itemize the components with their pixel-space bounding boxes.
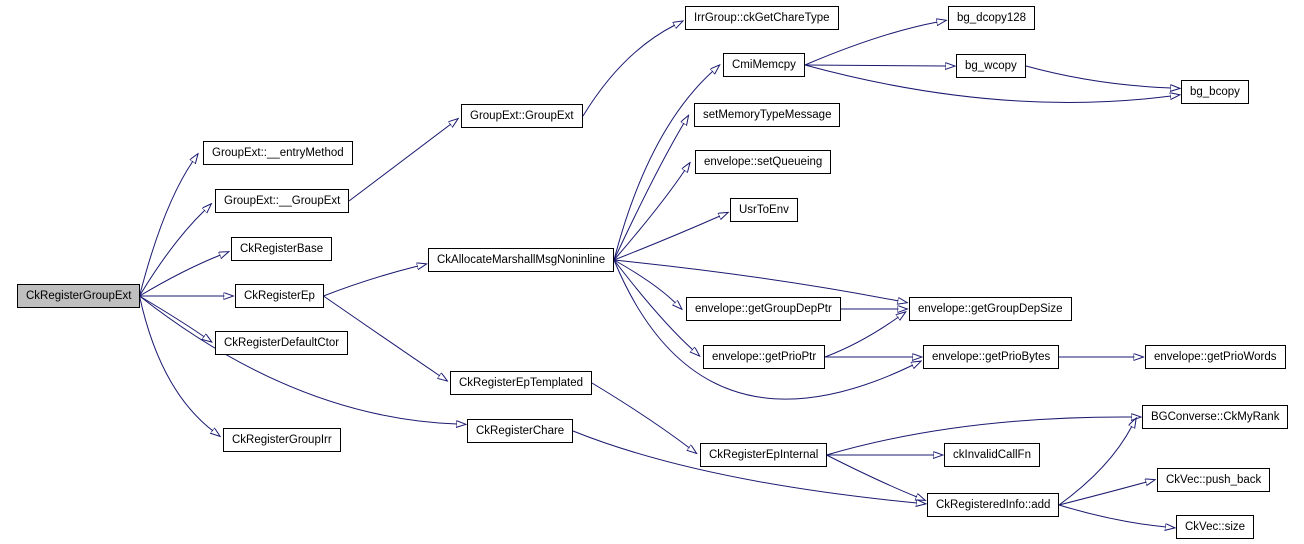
edge-ckAllocMarshallMsg-to-usrToEnv	[613, 216, 720, 261]
edge-ckRegisterEp-to-ckAllocMarshallMsg	[323, 266, 419, 297]
node-ckAllocMarshallMsg[interactable]: CkAllocateMarshallMsgNoninline	[428, 248, 615, 272]
node-envGetPrioPtr[interactable]: envelope::getPrioPtr	[703, 345, 826, 369]
edge-ckRegisterChare-to-ckRegisteredInfoAdd	[572, 430, 917, 503]
edge-ckRegisterEpInternal-to-ckRegisteredInfoAdd	[826, 454, 918, 497]
edge-ckAllocMarshallMsg-to-cmiMemcpy	[613, 71, 713, 261]
edge-ckRegisterGroupExt-to-ckRegisterDefaultCtor	[139, 295, 205, 337]
edge-ckAllocMarshallMsg-to-setMemoryTypeMessage	[613, 123, 684, 261]
edge-ckRegisteredInfoAdd-to-ckVecSize	[1058, 504, 1166, 527]
node-envSetQueueing[interactable]: envelope::setQueueing	[695, 150, 832, 174]
edge-bgWcopy-to-bgBcopy	[1025, 65, 1171, 88]
node-ckInvalidCallFn[interactable]: ckInvalidCallFn	[944, 443, 1040, 467]
edge-ckAllocMarshallMsg-to-envSetQueueing	[613, 170, 685, 261]
edge-ckRegisterGroupExt-to-ckRegisterGroupIrr	[139, 295, 214, 431]
node-setMemoryTypeMessage[interactable]: setMemoryTypeMessage	[694, 103, 841, 127]
edge-ckRegisterGroupExt-to-ckRegisterChare	[139, 295, 458, 424]
edge-ckAllocMarshallMsg-to-envGetPrioBytes	[613, 259, 913, 400]
edge-cmiMemcpy-to-bgBcopy	[804, 64, 1171, 103]
node-ckRegisterBase[interactable]: CkRegisterBase	[231, 237, 333, 261]
node-groupExtEntryMethod[interactable]: GroupExt::__entryMethod	[203, 141, 353, 165]
edge-cmiMemcpy-to-bgWcopy	[804, 65, 946, 66]
edge-ckRegisteredInfoAdd-to-bgConverseCkMyRank	[1058, 426, 1132, 506]
node-cmiMemcpy[interactable]: CmiMemcpy	[723, 53, 805, 77]
edge-ckRegisterGroupExt-to-groupExtGroupExtU	[139, 210, 206, 297]
edge-cmiMemcpy-to-bgDcopy128	[804, 22, 938, 66]
edge-ckAllocMarshallMsg-to-envGetGroupDepSize	[613, 259, 899, 301]
node-ckRegisterEpInternal[interactable]: CkRegisterEpInternal	[700, 443, 828, 467]
node-bgBcopy[interactable]: bg_bcopy	[1181, 80, 1249, 104]
node-ckRegisterGroupExt[interactable]: CkRegisterGroupExt	[17, 284, 141, 308]
node-envGetGroupDepSize[interactable]: envelope::getGroupDepSize	[909, 297, 1072, 321]
node-envGetGroupDepPtr[interactable]: envelope::getGroupDepPtr	[686, 297, 841, 321]
node-ckRegisterDefaultCtor[interactable]: CkRegisterDefaultCtor	[215, 331, 349, 355]
edge-ckRegisterGroupExt-to-ckRegisterBase	[139, 255, 221, 297]
node-ckRegisterEp[interactable]: CkRegisterEp	[235, 284, 324, 308]
node-bgDcopy128[interactable]: bg_dcopy128	[948, 6, 1036, 30]
node-irrGroupCkGetChareType[interactable]: IrrGroup::ckGetChareType	[685, 6, 839, 30]
node-envGetPrioBytes[interactable]: envelope::getPrioBytes	[923, 345, 1060, 369]
node-ckRegisterEpTemplated[interactable]: CkRegisterEpTemplated	[450, 371, 593, 395]
node-bgConverseCkMyRank[interactable]: BGConverse::CkMyRank	[1142, 405, 1289, 429]
node-usrToEnv[interactable]: UsrToEnv	[730, 198, 798, 222]
edge-ckRegisteredInfoAdd-to-ckVecPushBack	[1058, 482, 1147, 506]
edge-ckRegisterGroupExt-to-groupExtEntryMethod	[139, 161, 194, 297]
edge-ckRegisterEp-to-ckRegisterEpTemplated	[323, 295, 441, 376]
node-ckRegisterChare[interactable]: CkRegisterChare	[467, 419, 574, 443]
edge-envGetPrioPtr-to-envGetGroupDepSize	[824, 317, 899, 358]
node-bgWcopy[interactable]: bg_wcopy	[956, 54, 1026, 78]
node-envGetPrioWords[interactable]: envelope::getPrioWords	[1145, 345, 1286, 369]
node-ckVecSize[interactable]: CkVec::size	[1176, 515, 1255, 539]
edge-groupExtGroupExt-to-irrGroupCkGetChareType	[582, 25, 675, 117]
edge-ckAllocMarshallMsg-to-envGetGroupDepPtr	[613, 259, 676, 303]
node-groupExtGroupExtU[interactable]: GroupExt::__GroupExt	[215, 189, 350, 213]
edge-ckRegisterEpInternal-to-bgConverseCkMyRank	[826, 417, 1133, 456]
node-ckRegisterGroupIrr[interactable]: CkRegisterGroupIrr	[223, 428, 341, 452]
node-ckVecPushBack[interactable]: CkVec::push_back	[1157, 468, 1271, 492]
node-ckRegisteredInfoAdd[interactable]: CkRegisteredInfo::add	[927, 493, 1060, 517]
edge-groupExtGroupExtU-to-groupExtGroupExt	[348, 124, 451, 202]
edge-ckRegisterEpTemplated-to-ckRegisterEpInternal	[591, 382, 690, 448]
node-groupExtGroupExt[interactable]: GroupExt::GroupExt	[461, 104, 583, 128]
edge-ckAllocMarshallMsg-to-envGetPrioPtr	[613, 259, 693, 350]
